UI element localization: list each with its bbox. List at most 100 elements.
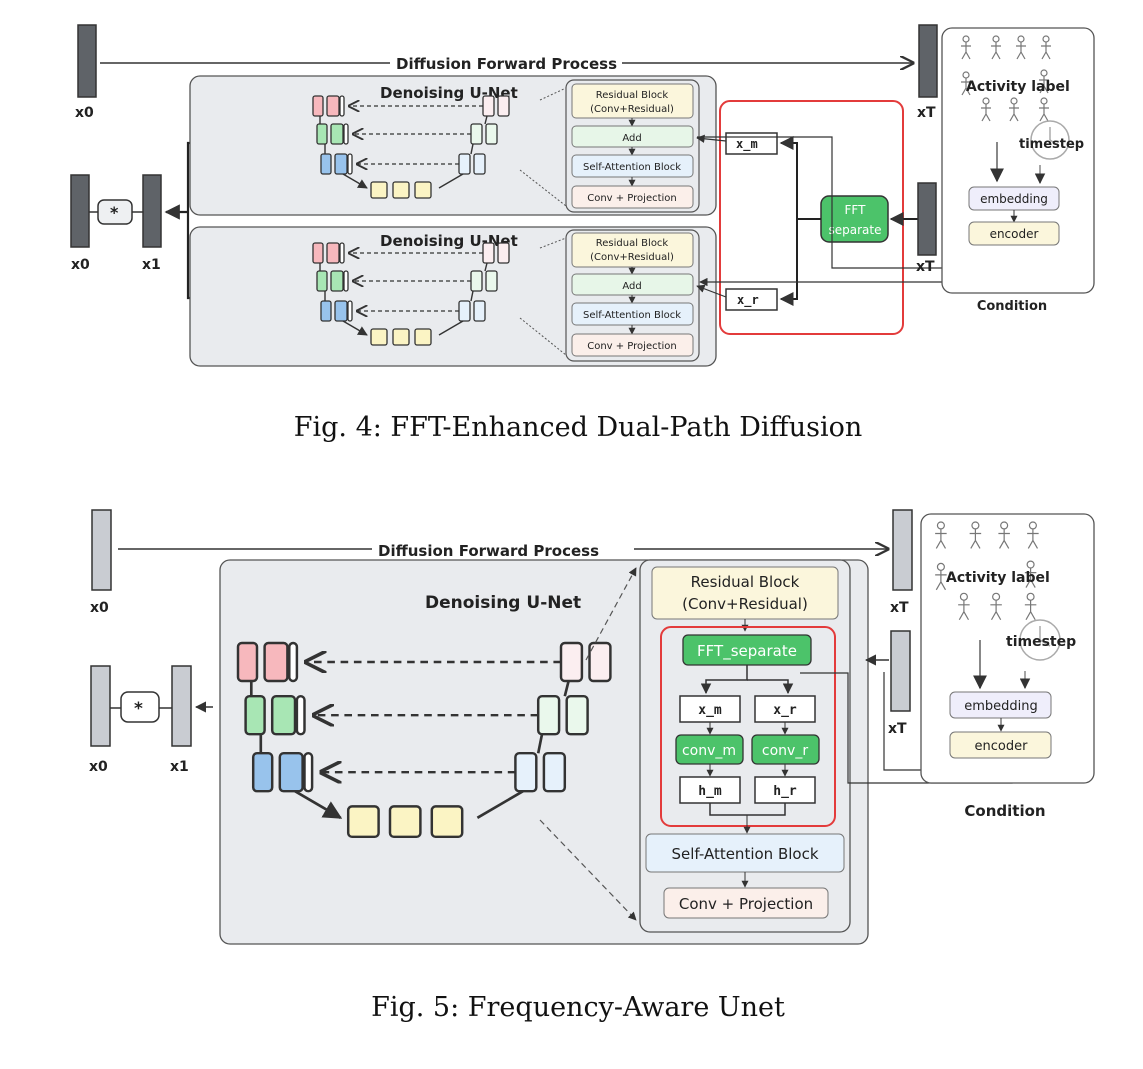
fig5-encoder-box [949,731,1052,759]
unet-block [497,95,510,117]
fig5-xT-top-bar [892,509,913,591]
unet-block [343,123,349,145]
unet-block [458,153,471,175]
fig5-xT-mid-bar [890,630,911,712]
unet-block [326,242,340,264]
svg-text:(Conv+Residual): (Conv+Residual) [590,252,674,263]
fig4-clock-icon [1030,120,1070,160]
fig4-block-stack-top: Residual Block (Conv+Residual) Add Self-… [565,79,700,213]
fig5-x-m-box [679,695,741,723]
fig4-fft-line1: FFT [845,203,867,217]
svg-text:Residual Block: Residual Block [691,573,800,591]
fig4-x0-label: x0 [71,257,90,273]
unet-block [392,181,410,199]
fig4-star-label: * [110,203,119,222]
fig4-x-m-box [725,132,778,155]
fig5-x0-label: x0 [89,759,108,775]
unet-block [270,694,297,736]
fig5-activity-label: Activity label [946,570,1050,586]
unet-block [339,95,345,117]
unet-block [320,300,332,322]
svg-text:h_m: h_m [698,784,722,799]
fig4-xT-mid-label: xT [916,259,935,275]
unet-block [370,328,388,346]
fig4-x0-top-label: x0 [75,105,94,121]
unet-block [244,694,266,736]
unet-block [458,300,471,322]
unet-block [392,328,410,346]
fig4: x0 Diffusion Forward Process xT x0 * x1 … [70,24,1095,443]
fig5-unet-title: Denoising U-Net [425,593,581,613]
fig5-embedding-label: embedding [964,699,1038,714]
fig5-forward-label: Diffusion Forward Process [378,542,599,560]
fig4-timestep-label: timestep [1019,137,1084,152]
fig4-activity-label: Activity label [966,79,1070,95]
unet-block [414,328,432,346]
fig5-x-r-box [754,695,816,723]
fig5-timestep-label: timestep [1006,634,1076,650]
fig4-x0-top-bar [77,24,97,98]
unet-block [316,123,328,145]
fig4-x0-bar [70,174,90,248]
fig4-xT-top-bar [918,24,938,98]
svg-text:x_r: x_r [773,703,797,718]
unet-block [316,270,328,292]
unet-block [497,242,510,264]
svg-text:(Conv+Residual): (Conv+Residual) [590,104,674,115]
unet-block [473,300,486,322]
fig4-x-m-label: x_m [736,137,758,152]
fig5-unet-shapes [236,567,637,921]
unet-block [278,751,304,793]
fig5-fft-label: FFT_separate [697,642,797,661]
fig4-unet-bottom-title: Denoising U-Net [380,232,518,250]
fig4-forward-label: Diffusion Forward Process [396,55,617,73]
unet-block [542,751,567,793]
unet-block [482,242,495,264]
fig5-x0-bar [90,665,111,747]
unet-block [485,270,498,292]
unet-block [588,641,612,683]
fig4-condition-box [941,27,1095,294]
fig5-activity-figures [935,521,1039,621]
fig5-h-r-box [754,776,816,804]
fig5-xT-top-label: xT [890,600,909,616]
fig5-caption: Fig. 5: Frequency-Aware Unet [371,992,785,1023]
fig4-block-stack-bottom: Residual Block (Conv+Residual) Add Self-… [565,229,700,362]
fig5-x1-bar [171,665,192,747]
svg-text:conv_r: conv_r [762,743,808,759]
fig5-x0-top-bar [91,509,112,591]
unet-block [370,181,388,199]
fig5-clock-icon [1019,619,1061,661]
fig4-encoder-label: encoder [990,227,1039,241]
fig5-condition-title: Condition [964,802,1045,820]
unet-block [320,153,332,175]
fig5-xT-mid-label: xT [888,721,907,737]
unet-block [482,95,495,117]
svg-text:conv_m: conv_m [682,743,736,759]
fig4-embedding-label: embedding [980,192,1048,206]
unet-block [346,805,380,839]
unet-block [388,805,422,839]
unet-block [343,270,349,292]
unet-block [334,153,348,175]
fig4-x-r-label: x_r [737,293,759,308]
fig5-encoder-label: encoder [975,739,1029,754]
fig4-activity-figures [961,35,1051,122]
svg-text:Conv + Projection: Conv + Projection [679,895,813,913]
svg-text:Add: Add [622,133,641,144]
fig5-x0-top-label: x0 [90,600,109,616]
unet-block [303,751,314,793]
unet-block [263,641,289,683]
fig4-condition-title: Condition [977,299,1047,314]
svg-text:Conv + Projection: Conv + Projection [587,193,677,204]
unet-block [312,242,324,264]
unet-block [430,805,464,839]
unet-block [414,181,432,199]
unet-block [536,694,561,736]
fig5-star-box [120,691,160,723]
svg-text:(Conv+Residual): (Conv+Residual) [682,595,808,613]
unet-block [312,95,324,117]
unet-block [485,123,498,145]
unet-block [326,95,340,117]
